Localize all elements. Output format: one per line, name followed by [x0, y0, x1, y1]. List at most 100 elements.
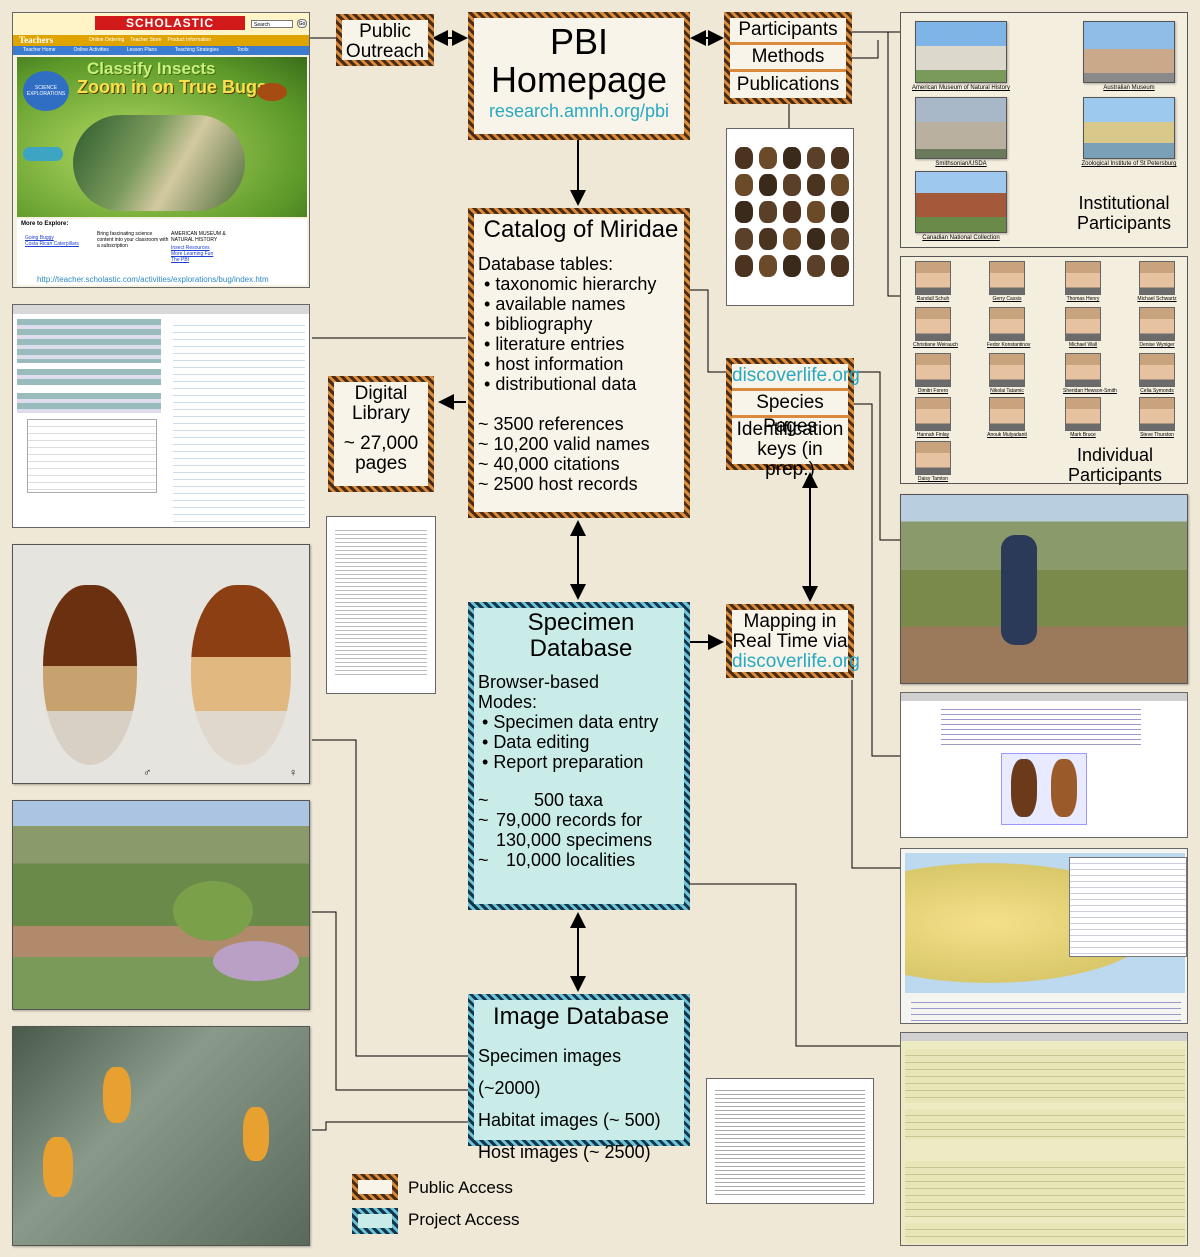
portrait-3: Thomas Henry	[1063, 261, 1103, 302]
methods-link[interactable]: Methods	[730, 45, 846, 72]
zoological-institute-photo	[1083, 97, 1175, 159]
individual-caption-1: Individual	[1076, 445, 1154, 465]
scholastic-headline-2: Zoom in on True Bugs	[77, 77, 267, 97]
scholastic-url: http://teacher.scholastic.com/activities…	[37, 275, 269, 284]
scholastic-banner: Classify Insects Zoom in on True Bugs SC…	[17, 57, 307, 217]
scholastic-nav-home[interactable]: Teacher Home	[23, 47, 56, 53]
portrait-4: Michael Schwartz	[1137, 261, 1177, 302]
image-db-row: Specimen images (~2000)	[478, 1046, 622, 1098]
specimen-mode: Report preparation	[482, 752, 684, 772]
scholastic-headline: Classify Insects	[87, 59, 216, 78]
mapping-box: Mapping in Real Time via discoverlife.or…	[726, 604, 860, 678]
subscription-promo: Bring fascinating science content into y…	[97, 231, 169, 249]
digital-library-line2: Library	[351, 403, 411, 424]
stat-tilde: ~	[478, 810, 489, 830]
pmp-box: Participants Methods Publications	[724, 12, 852, 104]
inst-amnh-label[interactable]: American Museum of Natural History	[911, 85, 1011, 91]
catalog-stat: ~ 40,000 citations	[478, 454, 620, 474]
scholastic-nav-tools[interactable]: Tools	[236, 47, 249, 53]
publications-link[interactable]: Publications	[736, 74, 840, 95]
public-outreach-box: Public Outreach	[336, 14, 434, 66]
scholastic-search-input[interactable]: Search	[251, 20, 293, 28]
scholastic-nav-strategies[interactable]: Teaching Strategies	[174, 47, 219, 53]
link-the-pbi[interactable]: The PBI	[171, 257, 190, 263]
link-more-learning[interactable]: More Learning Fun	[171, 251, 214, 257]
identification-keys-1[interactable]: Identification	[736, 419, 844, 440]
individual-participants-panel: Randall Schuh Gerry Cassis Thomas Henry …	[900, 256, 1188, 485]
legend-project-label: Project Access	[408, 1210, 520, 1229]
smithsonian-photo	[915, 97, 1007, 159]
portrait-13: Hannah Finlay	[913, 397, 953, 438]
species-pages-link[interactable]: Species Pages	[732, 391, 848, 437]
inst-smithsonian-label[interactable]: Smithsonian/USDA	[935, 161, 987, 167]
catalog-table-item: literature entries	[484, 334, 684, 354]
students-photo	[73, 115, 245, 211]
more-to-explore-label: More to Explore:	[21, 221, 69, 227]
portrait-15: Mark Bruce	[1063, 397, 1103, 438]
bug-icon	[257, 83, 287, 101]
scholastic-screenshot: SCHOLASTIC Search Go Teachers Online Ord…	[12, 12, 310, 288]
library-page-image	[326, 516, 436, 694]
scholastic-tab-product[interactable]: Product Information	[167, 37, 212, 43]
portrait-9: Dimitri Forero	[913, 353, 953, 394]
browser-based-label: Browser-based	[478, 672, 600, 692]
female-bug-image	[191, 585, 291, 765]
scholastic-nav-activities[interactable]: Online Activities	[73, 47, 109, 53]
image-db-title: Image Database	[492, 1003, 670, 1030]
link-insect-resources[interactable]: Insect Resources	[171, 245, 210, 251]
amnh-building-photo	[915, 21, 1007, 83]
specimen-database-box: Specimen Database Browser-based Modes: S…	[468, 602, 690, 910]
portrait-6: Fedor Konstantinov	[987, 307, 1030, 348]
participants-link[interactable]: Participants	[730, 18, 846, 45]
identification-keys-2[interactable]: keys (in prep.)	[757, 439, 823, 480]
catalog-table-item: available names	[484, 294, 684, 314]
male-symbol: ♂	[143, 767, 152, 779]
institutional-caption-2: Participants	[1076, 213, 1172, 233]
homepage-url[interactable]: research.amnh.org/pbi	[488, 101, 670, 121]
bug-specimen-photo: ♂ ♀	[12, 544, 310, 784]
portrait-12: Celia Symonds	[1137, 353, 1177, 394]
mapping-line2: Real Time via	[732, 631, 848, 652]
catalog-table-item: host information	[484, 354, 684, 374]
modes-label: Modes:	[478, 692, 538, 712]
link-costa-rican[interactable]: Costa Rican Caterpillars	[25, 241, 79, 247]
scholastic-teachers: Teachers	[19, 35, 54, 45]
stat-tilde: ~	[478, 850, 489, 870]
digital-library-unit: pages	[355, 453, 407, 474]
scholastic-tab-ordering[interactable]: Online Ordering	[89, 37, 125, 43]
catalog-stat: ~ 10,200 valid names	[478, 434, 650, 454]
portrait-8: Denise Wyniger	[1137, 307, 1177, 348]
individual-caption-2: Participants	[1067, 465, 1163, 485]
stat-tilde: ~	[478, 790, 489, 810]
portrait-14: Anouk Mulyadanti	[987, 397, 1027, 438]
institutional-participants-panel: American Museum of Natural History Austr…	[900, 12, 1188, 248]
scholastic-tab-store[interactable]: Teacher Store	[130, 37, 162, 43]
inst-australian-label[interactable]: Australian Museum	[1103, 85, 1155, 91]
specimen-stat: 79,000 records for	[496, 810, 643, 830]
scholastic-go-button[interactable]: Go	[297, 19, 307, 28]
specimen-title-1: Specimen	[527, 609, 635, 636]
distribution-map-screenshot	[900, 848, 1188, 1024]
report-screenshot	[706, 1078, 874, 1204]
specimen-stat: 130,000 specimens	[496, 830, 653, 850]
host-plant-photo	[12, 1026, 310, 1246]
inst-canadian-label[interactable]: Canadian National Collection	[922, 235, 1000, 241]
inst-zoological-label[interactable]: Zoological Institute of St Petersburg	[1081, 161, 1177, 167]
portrait-7: Michael Wall	[1063, 307, 1103, 348]
catalog-box: Catalog of Miridae Database tables: taxo…	[468, 208, 690, 518]
image-db-row: Habitat images (~ 500)	[478, 1110, 661, 1130]
catalog-tables-header: Database tables:	[478, 254, 614, 274]
mapping-url[interactable]: discoverlife.org	[732, 651, 860, 672]
mapping-line1: Mapping in	[743, 611, 837, 632]
legend-public-swatch	[352, 1174, 398, 1200]
portrait-1: Randall Schuh	[913, 261, 953, 302]
portrait-5: Christiane Weirauch	[913, 307, 958, 348]
scholastic-nav-lessons[interactable]: Lesson Plans	[126, 47, 157, 53]
link-going-buggy[interactable]: Going Buggy	[25, 235, 54, 241]
portrait-17: Daisy Tamton	[913, 441, 953, 482]
discoverlife-box: discoverlife.org Species Pages Identific…	[726, 358, 860, 480]
digital-library-box: Digital Library ~ 27,000 pages	[328, 376, 434, 492]
catalog-table-item: bibliography	[484, 314, 684, 334]
discoverlife-link[interactable]: discoverlife.org	[732, 364, 860, 391]
male-bug-image	[43, 585, 137, 765]
